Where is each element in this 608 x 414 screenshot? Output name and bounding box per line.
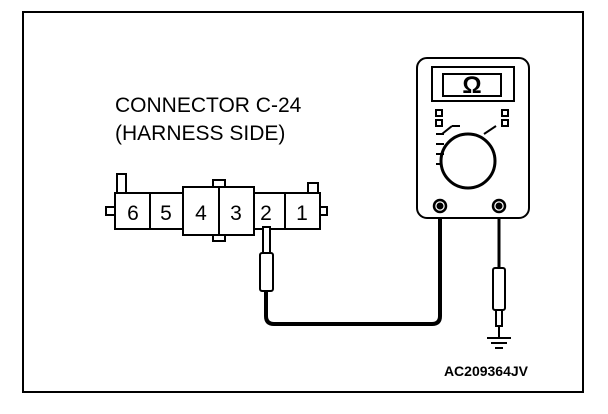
probe-handle [492,267,506,311]
figure-frame [22,11,584,393]
probe-negative [492,267,506,327]
connector-c24 [105,173,328,242]
probe-tip [495,309,503,327]
pin-label-5: 5 [160,202,172,225]
pin-label-6: 6 [127,202,139,225]
pin-label-3: 3 [230,202,242,225]
probe-positive [259,226,274,292]
connector-tab-left [116,173,127,194]
connector-title-line2: (HARNESS SIDE) [115,122,285,145]
connector-pin-labels: 6 5 4 3 2 1 [127,202,308,225]
probe-handle [259,252,274,292]
figure-code: AC209364JV [444,363,529,379]
multimeter [416,57,530,219]
multimeter-jack-v-ohm-inner [495,202,503,210]
connector-nub-right [319,206,328,216]
multimeter-ohm-symbol: Ω [462,72,481,99]
connector-title-line1: CONNECTOR C-24 [115,94,302,117]
connector-nub-left [105,206,116,216]
multimeter-range-marks [435,109,509,165]
multimeter-jack-com-inner [436,202,444,210]
multimeter-display-window [442,73,502,97]
ground-icon [487,326,511,349]
probe-tip [262,226,271,254]
test-lead-positive [264,210,442,326]
pin-label-2: 2 [260,202,272,225]
multimeter-dial [439,132,497,190]
pin-label-1: 1 [296,202,308,225]
connector-tab-right [307,182,319,194]
pin-label-4: 4 [195,202,207,225]
